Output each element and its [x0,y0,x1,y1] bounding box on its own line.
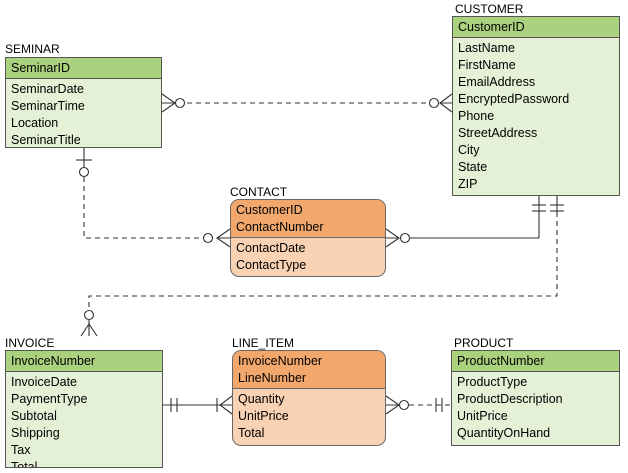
invoice-attribute: Shipping [11,426,60,440]
seminar-contact-relationship [76,148,231,248]
lineitem-product-relationship [385,395,451,415]
lineitem-attribute: UnitPrice [238,409,289,423]
invoice-attribute: Subtotal [11,409,57,423]
customer-attribute: FirstName [458,58,516,72]
product-primary-key: ProductNumber [452,351,619,372]
product-attribute: QuantityOnHand [457,426,551,440]
invoice-entity[interactable]: InvoiceNumber InvoiceDate PaymentType Su… [5,350,163,468]
seminar-primary-key: SeminarID [6,58,161,79]
seminar-title: SEMINAR [5,42,60,56]
seminar-key-field: SeminarID [11,61,71,75]
customer-attribute: StreetAddress [458,126,538,140]
invoice-primary-key: InvoiceNumber [6,351,162,372]
invoice-attribute: Tax [11,443,31,457]
contact-title: CONTACT [230,185,288,199]
customer-attribute: EmailAddress [458,75,536,89]
invoice-title: INVOICE [5,336,55,350]
customer-title: CUSTOMER [455,2,524,16]
lineitem-primary-key: InvoiceNumber LineNumber [233,351,385,389]
customer-attribute: ZIP [458,177,478,191]
product-attributes: ProductType ProductDescription UnitPrice… [452,372,619,442]
product-key-field: ProductNumber [457,354,545,368]
seminar-customer-relationship [161,93,453,113]
contact-attribute: ContactDate [236,241,306,255]
customer-entity[interactable]: CustomerID LastName FirstName EmailAddre… [452,16,620,196]
invoice-attribute: Total [11,460,38,468]
product-attribute: ProductType [457,375,528,389]
lineitem-title: LINE_ITEM [232,336,295,350]
customer-primary-key: CustomerID [453,17,619,38]
customer-attributes: LastName FirstName EmailAddress Encrypte… [453,38,619,193]
lineitem-attribute: Quantity [238,392,285,406]
invoice-lineitem-relationship [163,395,233,415]
invoice-attributes: InvoiceDate PaymentType Subtotal Shippin… [6,372,162,468]
seminar-attribute: Location [11,116,59,130]
lineitem-key-field: LineNumber [238,371,307,385]
product-entity[interactable]: ProductNumber ProductType ProductDescrip… [451,350,620,446]
seminar-attributes: SeminarDate SeminarTime Location Seminar… [6,79,161,147]
seminar-attribute: SeminarTitle [11,133,81,147]
invoice-attribute: PaymentType [11,392,88,406]
lineitem-key-field: InvoiceNumber [238,354,323,368]
lineitem-attributes: Quantity UnitPrice Total [233,389,385,442]
customer-key-field: CustomerID [458,20,525,34]
contact-attributes: ContactDate ContactType [231,238,385,274]
customer-invoice-relationship [80,196,564,337]
product-title: PRODUCT [454,336,514,350]
customer-attribute: State [458,160,488,174]
customer-contact-relationship [385,196,546,248]
customer-attribute: EncryptedPassword [458,92,570,106]
contact-attribute: ContactType [236,258,307,272]
contact-entity[interactable]: CustomerID ContactNumber ContactDate Con… [230,199,386,277]
lineitem-entity[interactable]: InvoiceNumber LineNumber Quantity UnitPr… [232,350,386,446]
customer-attribute: City [458,143,480,157]
product-attribute: UnitPrice [457,409,508,423]
invoice-attribute: InvoiceDate [11,375,78,389]
contact-key-field: CustomerID [236,203,303,217]
lineitem-attribute: Total [238,426,265,440]
invoice-key-field: InvoiceNumber [11,354,96,368]
product-attribute: ProductDescription [457,392,563,406]
contact-primary-key: CustomerID ContactNumber [231,200,385,238]
customer-attribute: LastName [458,41,515,55]
contact-key-field: ContactNumber [236,220,324,234]
seminar-attribute: SeminarDate [11,82,84,96]
seminar-entity[interactable]: SeminarID SeminarDate SeminarTime Locati… [5,57,162,148]
customer-attribute: Phone [458,109,495,123]
seminar-attribute: SeminarTime [11,99,85,113]
